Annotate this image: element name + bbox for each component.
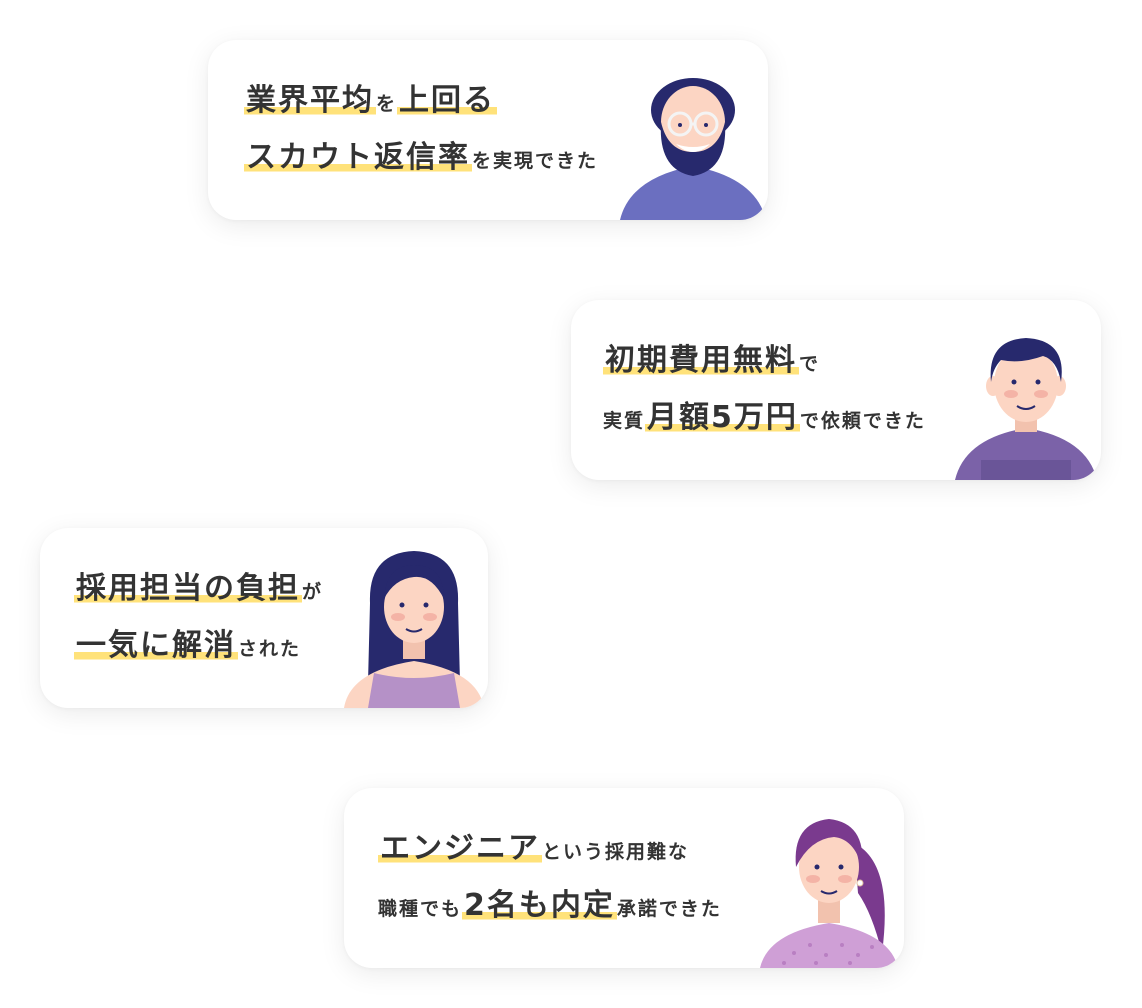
highlight-text: 一気に解消 <box>74 628 238 663</box>
text-line-1: 業界平均を上回る <box>244 72 598 129</box>
highlight-text: 2名も内定 <box>462 888 617 923</box>
bearded-man-avatar-icon <box>618 60 768 220</box>
highlight-text: エンジニア <box>378 831 542 866</box>
text-line-1: 初期費用無料で <box>603 332 926 389</box>
plain-text: 承諾できた <box>616 898 722 920</box>
testimonial-text: 業界平均を上回る スカウト返信率を実現できた <box>244 72 598 186</box>
testimonial-card-3: 採用担当の負担が 一気に解消された <box>40 528 488 708</box>
plain-text: という採用難な <box>542 841 690 863</box>
testimonial-card-2: 初期費用無料で 実質月額5万円で依頼できた <box>571 300 1101 480</box>
text-line-2: 実質月額5万円で依頼できた <box>603 389 926 446</box>
highlight-text: 上回る <box>397 83 498 118</box>
plain-text: が <box>302 581 324 603</box>
testimonial-text: エンジニアという採用難な 職種でも2名も内定承諾できた <box>378 820 722 934</box>
plain-text: で <box>799 353 821 375</box>
highlight-text: 業界平均 <box>244 83 376 118</box>
plain-text: された <box>238 638 302 660</box>
testimonial-card-1: 業界平均を上回る スカウト返信率を実現できた <box>208 40 768 220</box>
text-line-1: エンジニアという採用難な <box>378 820 722 877</box>
plain-text: 職種でも <box>378 898 463 920</box>
testimonial-text: 初期費用無料で 実質月額5万円で依頼できた <box>603 332 926 446</box>
highlight-text: 初期費用無料 <box>603 343 799 378</box>
text-line-2: スカウト返信率を実現できた <box>244 129 598 186</box>
highlight-text: 採用担当の負担 <box>74 571 302 606</box>
plain-text: で依頼できた <box>799 410 926 432</box>
woman-long-hair-avatar-icon <box>340 543 488 708</box>
text-line-2: 職種でも2名も内定承諾できた <box>378 877 722 934</box>
plain-text: を実現できた <box>472 150 599 172</box>
text-line-2: 一気に解消された <box>74 617 323 674</box>
text-line-1: 採用担当の負担が <box>74 560 323 617</box>
highlight-text: 月額5万円 <box>645 400 800 435</box>
plain-text: 実質 <box>603 410 646 432</box>
highlight-text: スカウト返信率 <box>244 140 472 175</box>
testimonial-text: 採用担当の負担が 一気に解消された <box>74 560 323 674</box>
plain-text: を <box>376 93 398 115</box>
testimonial-card-4: エンジニアという採用難な 職種でも2名も内定承諾できた <box>344 788 904 968</box>
woman-ponytail-avatar-icon <box>754 803 904 968</box>
young-man-avatar-icon <box>951 320 1101 480</box>
